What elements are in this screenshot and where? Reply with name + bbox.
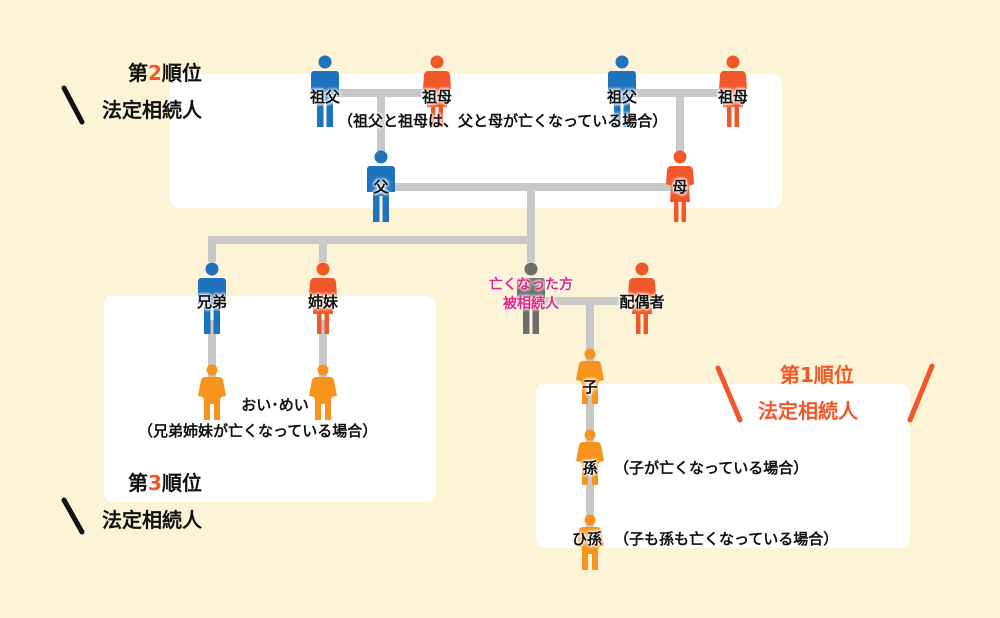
spouse-label: 配偶者 (619, 293, 665, 311)
rank-third-suffix: 順位 (161, 471, 202, 495)
grandmother-paternal-label: 祖母 (421, 88, 453, 106)
family-lines (208, 89, 740, 540)
nephew-figure (198, 364, 226, 420)
slash-first-rank-right (907, 363, 935, 423)
deceased-label: 亡くなった方 被相続人 (489, 276, 573, 314)
niece-figure (309, 364, 337, 420)
rank-third-label: 第3順位 (128, 468, 202, 498)
rank-third-heir: 法定相続人 (102, 508, 202, 532)
slash-third-rank (61, 497, 85, 535)
great-grandchild-label: ひ孫 (571, 530, 603, 548)
grandfather-paternal-label: 祖父 (309, 88, 341, 106)
nephew-niece-label: おい･めい (241, 396, 309, 414)
note-grandchild: （子が亡くなっている場合） (614, 459, 809, 477)
rank-second-label: 第2順位 (128, 58, 202, 88)
brother-label: 兄弟 (196, 293, 228, 311)
grandchild-label: 孫 (582, 459, 598, 477)
rank-second-number: 2 (148, 61, 162, 85)
rank-first-heir: 法定相続人 (758, 399, 858, 423)
deceased-line2: 被相続人 (503, 296, 559, 312)
rank-third-prefix: 第 (128, 471, 148, 495)
sister-label: 姉妹 (307, 293, 339, 311)
rank-second-prefix: 第 (128, 61, 148, 85)
mother-label: 母 (672, 178, 688, 196)
rank-third-number: 3 (148, 471, 162, 495)
note-great-grandchild: （子も孫も亡くなっている場合） (614, 530, 839, 548)
slash-first-rank-left (715, 365, 743, 423)
slash-second-rank (61, 85, 85, 125)
rank-second-suffix: 順位 (161, 61, 202, 85)
panel-first-rank (536, 384, 910, 548)
father-label: 父 (373, 178, 389, 196)
note-grandparents: （祖父と祖母は、父と母が亡くなっている場合） (338, 112, 668, 130)
note-nephew-niece: （兄弟姉妹が亡くなっている場合） (138, 422, 378, 440)
deceased-line1: 亡くなった方 (489, 277, 573, 293)
grandmother-maternal-label: 祖母 (717, 88, 749, 106)
rank-first-label: 第1順位 (780, 363, 854, 387)
child-label: 子 (582, 378, 598, 396)
panel-third-rank (104, 296, 436, 502)
rank-second-heir: 法定相続人 (102, 98, 202, 122)
grandfather-maternal-label: 祖父 (606, 88, 638, 106)
